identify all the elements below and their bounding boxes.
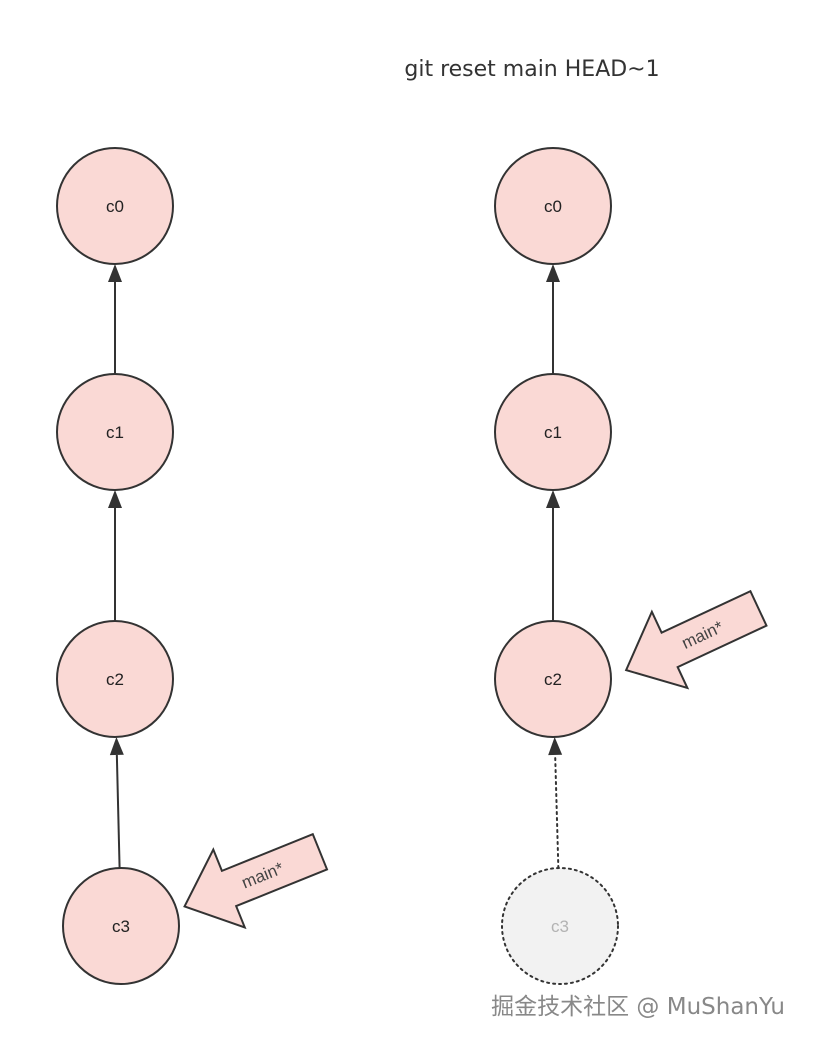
after-arrowhead-c2	[548, 736, 563, 756]
before-arrowhead-c0	[108, 264, 122, 282]
after-commit-node-c0	[494, 147, 612, 265]
after-commit-label-c2: c2	[544, 670, 562, 689]
caption: git reset main HEAD~1	[404, 57, 659, 82]
after-edge-c3-to-c2	[554, 753, 560, 870]
before-commit-node-c1	[56, 373, 174, 491]
panel-before: c0 c1 c2 c3 main*	[56, 147, 329, 985]
after-branch-pointer: main*	[624, 589, 768, 690]
before-commit-label-c1: c1	[106, 423, 124, 442]
before-arrowhead-c1	[108, 490, 122, 508]
panel-after: c0 c1 c2 c3 main*	[494, 147, 768, 985]
before-edge-c3-to-c2	[115, 754, 121, 869]
watermark: 掘金技术社区 @ MuShanYu	[491, 994, 785, 1020]
before-branch-pointer: main*	[183, 832, 329, 930]
before-commit-node-c3	[62, 867, 180, 985]
after-commit-node-c1	[494, 373, 612, 491]
before-commit-label-c0: c0	[106, 197, 124, 216]
before-commit-label-c2: c2	[106, 670, 124, 689]
after-commit-label-c3: c3	[551, 917, 569, 936]
before-commit-label-c3: c3	[112, 917, 130, 936]
after-arrowhead-c1	[546, 490, 560, 508]
after-commit-label-c0: c0	[544, 197, 562, 216]
after-commit-node-c2	[494, 620, 612, 738]
after-arrowhead-c0	[546, 264, 560, 282]
after-pointer-arrow-shape	[624, 589, 768, 690]
after-commit-label-c1: c1	[544, 423, 562, 442]
before-commit-node-c0	[56, 147, 174, 265]
after-commit-node-c3	[501, 867, 619, 985]
before-arrowhead-c2	[109, 736, 124, 756]
before-commit-node-c2	[56, 620, 174, 738]
before-pointer-arrow-shape	[183, 832, 329, 930]
